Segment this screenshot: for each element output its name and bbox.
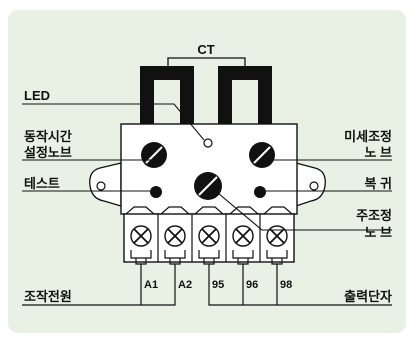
terminal-label-95: 95 (212, 279, 224, 291)
label-main-knob-1: 주조정 (356, 208, 392, 223)
terminal-label-a2: A2 (178, 279, 192, 291)
terminal-wires (140, 264, 278, 297)
terminal-label-a1: A1 (144, 279, 158, 291)
terminal-dividers (157, 214, 261, 262)
leader-lines (22, 103, 392, 231)
terminal-label-98: 98 (280, 279, 292, 291)
terminal-label-96: 96 (246, 279, 258, 291)
mount-hole-left (96, 181, 106, 191)
ct-bracket (167, 57, 246, 68)
label-power: 조작전원 (24, 289, 72, 304)
main-adjust-knob (194, 172, 222, 200)
label-test: 테스트 (24, 176, 60, 191)
test-button (150, 186, 162, 198)
label-led: LED (24, 88, 50, 103)
ct-label: CT (197, 42, 214, 57)
label-main-knob-2: 노 브 (364, 225, 392, 240)
mount-ear-left (89, 162, 122, 207)
label-fine-knob-2: 노 브 (364, 145, 392, 160)
screw-slots (133, 228, 285, 244)
label-time-knob-1: 동작시간 (24, 129, 72, 144)
output-bracket (208, 297, 392, 306)
label-output: 출력단자 (344, 289, 392, 304)
mount-hole-right (309, 181, 319, 191)
label-time-knob-2: 설정노브 (24, 145, 72, 160)
reset-button (254, 186, 266, 198)
label-reset: 복 귀 (364, 176, 392, 191)
relay-body (120, 123, 298, 215)
led-indicator (203, 138, 213, 148)
ct-coil-right (218, 66, 272, 128)
time-setting-knob (141, 142, 167, 168)
power-bracket (22, 297, 176, 306)
fine-adjust-knob (249, 142, 275, 168)
label-fine-knob-1: 미세조정 (344, 129, 392, 144)
